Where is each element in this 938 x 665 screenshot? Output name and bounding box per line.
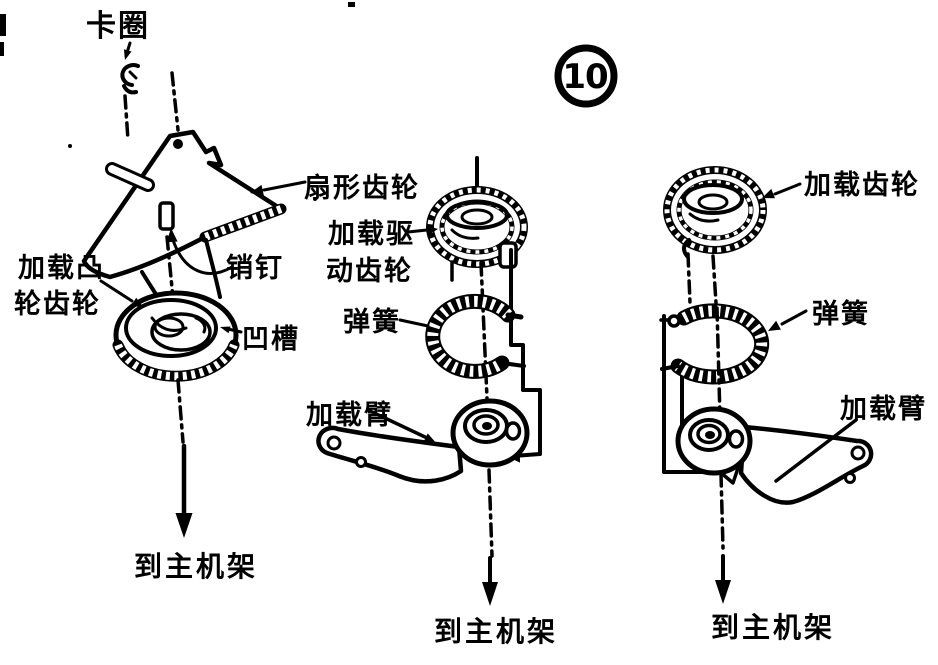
label-pin: 销钉 [226, 253, 284, 284]
leader-groove [226, 327, 243, 334]
scan-speck [348, 2, 355, 7]
figure-number-badge: 10 [554, 44, 618, 108]
figure-number: 10 [562, 57, 608, 97]
leader-spring-right-arrowhead [768, 320, 781, 331]
right-assembly: 加载齿轮 弹簧 加载臂 到主机架 [659, 166, 927, 644]
label-sector-gear: 扇形齿轮 [304, 172, 420, 204]
label-retaining-ring: 卡圈 [86, 9, 150, 44]
label-loading-arm-middle: 加载臂 [306, 400, 393, 431]
drive-gear-face [445, 200, 509, 230]
loading-gear-drawing [663, 166, 767, 258]
arm-hole-right [844, 472, 856, 484]
leader-arm-right [774, 418, 858, 483]
label-spring-right: 弹簧 [812, 298, 870, 330]
clip-tail [122, 84, 138, 95]
leader-sector-gear-arrowhead [250, 184, 264, 196]
scan-speck [0, 42, 4, 56]
leader-drive-gear-arrowhead [426, 225, 438, 236]
label-loading-arm-right: 加载臂 [840, 394, 927, 425]
leader-pin-arrowhead [166, 228, 178, 243]
label-loading-cam-gear-line2: 轮齿轮 [14, 289, 101, 320]
clip-leader-arrowhead [123, 49, 132, 60]
right-centerline-lower [719, 472, 725, 550]
leader-spring-right [780, 309, 808, 326]
label-to-main-frame-middle: 到主机架 [434, 615, 558, 648]
arrow-to-main-frame-middle [482, 556, 498, 606]
loading-cam-gear-drawing [112, 290, 240, 382]
figure-number-circle [554, 44, 618, 108]
left-assembly: 卡圈 扇形齿轮 销钉 加载凸 轮齿轮 凹槽 到主机架 [14, 9, 420, 583]
hub-arrow-line [518, 452, 542, 458]
label-loading-drive-gear-line2: 动齿轮 [326, 256, 413, 287]
leader-cam-gear [99, 279, 134, 303]
leader-drive-gear [406, 228, 429, 234]
label-to-main-frame-right: 到主机架 [711, 611, 835, 644]
loading-arm-middle-drawing [316, 398, 530, 484]
plate-slot-inner [108, 165, 152, 189]
arm-outline-middle [316, 425, 464, 484]
pin-axis-centerline-bottom [176, 378, 185, 444]
loading-arm-right-drawing [675, 406, 874, 505]
spring-coil-right [670, 303, 770, 385]
right-centerline-upper [711, 254, 718, 305]
label-loading-gear: 加载齿轮 [804, 170, 920, 201]
arm-hole-middle [355, 456, 367, 468]
middle-centerline-lower [487, 468, 494, 558]
arm-outline-right [738, 424, 874, 505]
spring-end-stub-right [660, 364, 680, 371]
plate-pivot-hole [173, 139, 183, 149]
middle-assembly: 加载驱 动齿轮 弹簧 加载臂 到主机架 [306, 156, 558, 648]
arm-end-roll-middle [326, 435, 342, 451]
scan-speck [68, 144, 72, 148]
clip-ring [120, 63, 140, 87]
pin-axis-centerline-mid [165, 235, 175, 300]
label-spring-middle: 弹簧 [343, 306, 401, 338]
leader-cam-gear-arrowhead [131, 297, 144, 308]
label-groove: 凹槽 [242, 324, 300, 355]
spring-end-loop-right [667, 314, 681, 328]
leader-groove-arrowhead [220, 326, 231, 334]
pin-axis-centerline-top [170, 71, 180, 132]
clip-axis-centerline [123, 94, 130, 142]
leader-arm-middle [368, 409, 427, 439]
scan-speck [313, 197, 317, 201]
torsion-spring-right [659, 303, 770, 385]
arrow-to-main-frame-right [715, 554, 731, 604]
leader-sector-gear [262, 180, 307, 192]
arrow-to-main-frame-left [175, 443, 193, 538]
arm-end-roll-right [850, 445, 866, 461]
sector-gear-plate [81, 129, 287, 280]
leader-pin [171, 238, 234, 275]
retaining-clip-drawing [120, 41, 140, 95]
cam-gear-groove [153, 316, 185, 338]
scan-speck [0, 14, 6, 36]
torsion-spring-middle [425, 293, 526, 379]
plate-to-gear-line-right [204, 238, 222, 299]
plate-teeth [199, 203, 287, 243]
loading-gear-face [682, 183, 744, 215]
leader-spring-middle [398, 318, 430, 328]
label-to-main-frame-left: 到主机架 [134, 550, 258, 583]
spring-end-bottom [500, 361, 526, 368]
leader-loading-gear [773, 182, 802, 196]
pin-drawing [158, 201, 175, 231]
arm-hub-center-right [705, 431, 715, 439]
plate-outline [81, 129, 284, 280]
arm-hub-center-middle [482, 422, 492, 430]
drive-gear-hub-nub [498, 241, 518, 269]
loading-gear-hook [682, 238, 691, 258]
leader-loading-gear-arrowhead [762, 188, 775, 199]
label-loading-cam-gear-line1: 加载凸 [18, 253, 105, 284]
spring-end-top [505, 312, 524, 320]
leader-arm-middle-arrowhead [422, 433, 437, 444]
label-loading-drive-gear-line1: 加载驱 [328, 219, 415, 250]
scan-artifacts [0, 2, 355, 201]
